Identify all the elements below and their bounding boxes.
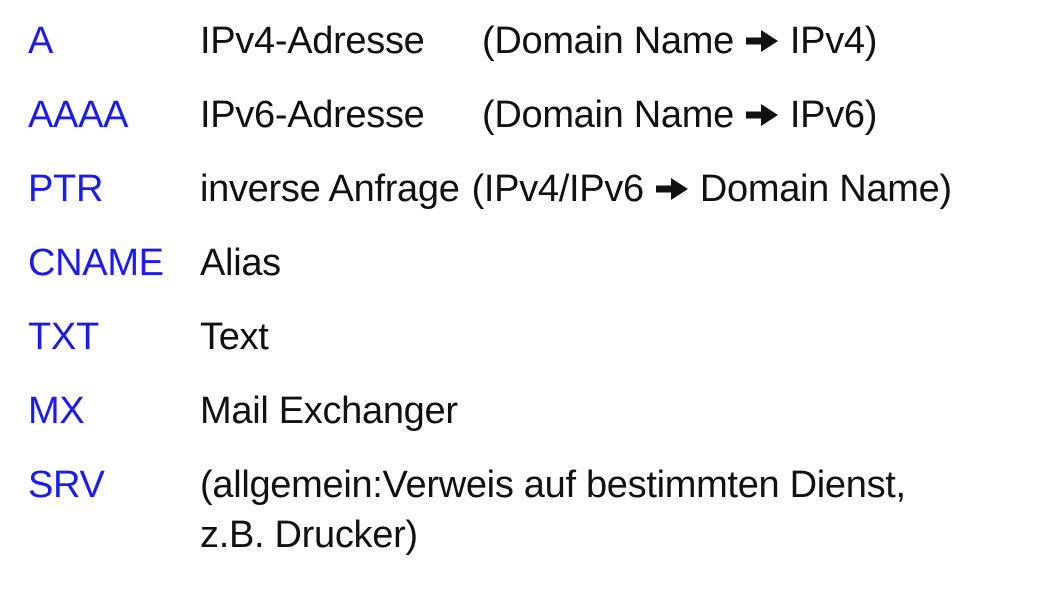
mapping-to: IPv4) bbox=[789, 20, 878, 62]
record-row-aaaa: AAAA IPv6-Adresse (Domain Name IPv6) bbox=[28, 90, 1060, 140]
record-type-label: A bbox=[28, 20, 54, 62]
record-description-line2: z.B. Drucker) bbox=[200, 514, 418, 556]
record-type-label: PTR bbox=[28, 168, 104, 210]
record-row-txt: TXT Text bbox=[28, 312, 1060, 362]
mapping-from: (Domain Name bbox=[482, 94, 734, 136]
record-description-line1: (allgemein:Verweis auf bestimmten Dienst… bbox=[200, 464, 906, 506]
mapping-to: IPv6) bbox=[789, 94, 878, 136]
record-row-cname: CNAME Alias bbox=[28, 238, 1060, 288]
record-type-label: MX bbox=[28, 390, 85, 432]
record-mapping: (Domain Name IPv4) bbox=[482, 16, 877, 66]
record-type-label: SRV bbox=[28, 464, 105, 506]
arrow-right-icon bbox=[744, 91, 780, 141]
arrow-right-icon bbox=[744, 17, 780, 67]
mapping-from: (Domain Name bbox=[482, 20, 734, 62]
record-row-srv: SRV (allgemein:Verweis auf bestimmten Di… bbox=[28, 460, 1060, 560]
record-type-label: TXT bbox=[28, 316, 99, 358]
record-row-ptr: PTR inverse Anfrage (IPv4/IPv6 Domain Nam… bbox=[28, 164, 1060, 214]
record-row-a: A IPv4-Adresse (Domain Name IPv4) bbox=[28, 16, 1060, 66]
record-description: inverse Anfrage bbox=[200, 168, 460, 210]
record-type-label: CNAME bbox=[28, 242, 164, 284]
record-description: Alias bbox=[200, 242, 281, 284]
record-description: Mail Exchanger bbox=[200, 390, 458, 432]
record-description: IPv4-Adresse bbox=[200, 20, 425, 62]
arrow-right-icon bbox=[654, 165, 690, 215]
record-description: (allgemein:Verweis auf bestimmten Dienst… bbox=[200, 460, 906, 560]
record-row-mx: MX Mail Exchanger bbox=[28, 386, 1060, 436]
record-type-label: AAAA bbox=[28, 94, 129, 136]
record-description: Text bbox=[200, 316, 269, 358]
record-mapping: (Domain Name IPv6) bbox=[482, 90, 877, 140]
mapping-from: (IPv4/IPv6 bbox=[471, 168, 645, 210]
mapping-to: Domain Name) bbox=[699, 168, 952, 210]
record-mapping: (IPv4/IPv6 Domain Name) bbox=[471, 164, 953, 215]
record-description: IPv6-Adresse bbox=[200, 94, 425, 136]
